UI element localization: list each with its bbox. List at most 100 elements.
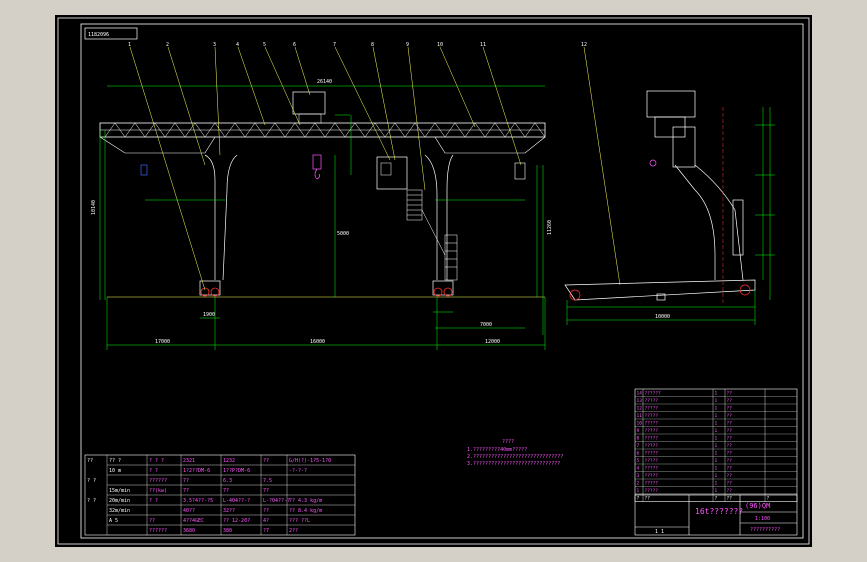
drawing-number: (96)QM <box>745 502 770 510</box>
param-cell: 380 <box>223 528 232 534</box>
operator-cab <box>376 156 408 190</box>
callout-labels: 1 2 3 4 5 6 7 8 9 10 11 12 <box>128 42 587 48</box>
dim-overall-height: 10140 <box>91 200 97 215</box>
bom-cell: ?? <box>727 466 733 472</box>
bom-cell: ?????? <box>645 391 662 397</box>
bom-cell: 1 <box>715 428 718 434</box>
param-cell: 3680 <box>183 528 195 534</box>
sheet-border <box>57 17 810 545</box>
bom-header-cell: ? <box>637 496 640 502</box>
bom-cell: ????? <box>645 458 659 464</box>
bom-cell: ?? <box>727 451 733 457</box>
bom-cell: ????? <box>645 466 659 472</box>
param-cell: 7? <box>183 478 189 484</box>
param-cell: A 5 <box>109 518 118 524</box>
trolley <box>292 91 326 115</box>
bom-cell: 1 <box>715 398 718 404</box>
bom-cell: 12 <box>637 406 643 412</box>
bom-header-cell: ? <box>715 496 718 502</box>
param-cell: 1?2??DM-6 <box>183 468 210 474</box>
bom-cell: ????? <box>645 436 659 442</box>
bom-header-cell: ?? <box>727 496 733 502</box>
left-leg <box>204 154 238 281</box>
bom-cell: ????? <box>645 451 659 457</box>
dim-lift-height: 5000 <box>337 231 349 237</box>
front-view: 26140 <box>91 46 553 350</box>
param-cell: ?? 8.4 kg/m <box>289 508 322 514</box>
dim-main-span: 16000 <box>310 339 325 345</box>
side-leg <box>674 164 744 281</box>
param-cell: ?????? <box>149 528 167 534</box>
company-name: ?????????? <box>750 527 780 533</box>
bom-cell: 1 <box>715 436 718 442</box>
bom-cell: ?? <box>727 391 733 397</box>
bom-cell: ????? <box>645 481 659 487</box>
bom-cell: 8 <box>637 436 640 442</box>
param-cell: ?? <box>87 458 93 464</box>
bom-cell: 11 <box>637 413 643 419</box>
technical-notes: ???? 1.?????????40mm????? 2.????????????… <box>467 439 563 467</box>
param-cell: ? ? ? <box>149 458 164 464</box>
bom-cell: 2 <box>637 481 640 487</box>
callout-6: 6 <box>293 42 296 48</box>
bom-cell: ????? <box>645 473 659 479</box>
param-cell: 4??4GEC <box>183 518 204 524</box>
bom-cell: 6 <box>637 451 640 457</box>
bom-cell: ????? <box>645 406 659 412</box>
callout-11: 11 <box>480 42 486 48</box>
bom-cell: 1 <box>715 451 718 457</box>
param-cell: 32m/min <box>109 508 130 514</box>
drawing-border <box>80 23 804 539</box>
param-cell: 2?? <box>289 528 298 534</box>
bom-cell: ????? <box>645 428 659 434</box>
param-cell: 1232 <box>223 458 235 464</box>
bom-cell: ?? <box>727 458 733 464</box>
bom-cell: ?? <box>727 428 733 434</box>
bom-cell: 1 <box>715 466 718 472</box>
drawing-scale: 1:100 <box>755 516 770 522</box>
param-cell: 40?? <box>183 508 195 514</box>
bom-cell: 1 <box>715 488 718 494</box>
bom-cell: ?? <box>727 436 733 442</box>
bom-cell: 7 <box>637 443 640 449</box>
param-cell: ? ? <box>87 478 96 484</box>
param-cell: ?? ? <box>109 458 121 464</box>
bom-cell: ????? <box>645 443 659 449</box>
bom-cell: 1 <box>637 488 640 494</box>
right-leg <box>424 154 454 280</box>
bom-cell: 5 <box>637 458 640 464</box>
right-wheel-set <box>432 280 454 297</box>
callout-10: 10 <box>437 42 443 48</box>
bom-cell: 1 <box>715 406 718 412</box>
param-cell: 10 m <box>109 468 121 474</box>
bom-cell: ????? <box>645 421 659 427</box>
param-cell: ?????? <box>149 478 167 484</box>
bom-cell: 1 <box>715 443 718 449</box>
param-cell: ? ? <box>87 498 96 504</box>
callout-5: 5 <box>263 42 266 48</box>
bom-cell: ?? <box>727 421 733 427</box>
drawing-viewport[interactable]: 1182096 26140 <box>55 15 812 547</box>
bom-cell: ?? <box>727 473 733 479</box>
callout-9: 9 <box>406 42 409 48</box>
bom-cell: ????? <box>645 413 659 419</box>
param-cell: ?7 <box>263 528 269 534</box>
param-cell: 20m/min <box>109 498 130 504</box>
param-cell: ?? <box>149 518 155 524</box>
cad-drawing: 1182096 26140 <box>57 17 810 545</box>
param-cell: ?? 4.3 kg/m <box>289 498 322 504</box>
notes-title: ???? <box>502 439 514 445</box>
bom-cell: 1 <box>715 391 718 397</box>
dimension-lines <box>99 114 546 350</box>
side-trolley <box>646 90 696 118</box>
bom-table: 14??????1??13?????1??12?????1??11?????1?… <box>634 388 798 502</box>
title-tag-box <box>84 27 138 40</box>
bom-cell: ?? <box>727 398 733 404</box>
dim-left-cant: 17000 <box>155 339 170 345</box>
notes-line-2: 2.?????????????????????????????? <box>467 454 563 460</box>
dim-side-height: 11260 <box>547 220 553 235</box>
notes-line-3: 3.????????????????????????????? <box>467 461 560 467</box>
callout-2: 2 <box>166 42 169 48</box>
